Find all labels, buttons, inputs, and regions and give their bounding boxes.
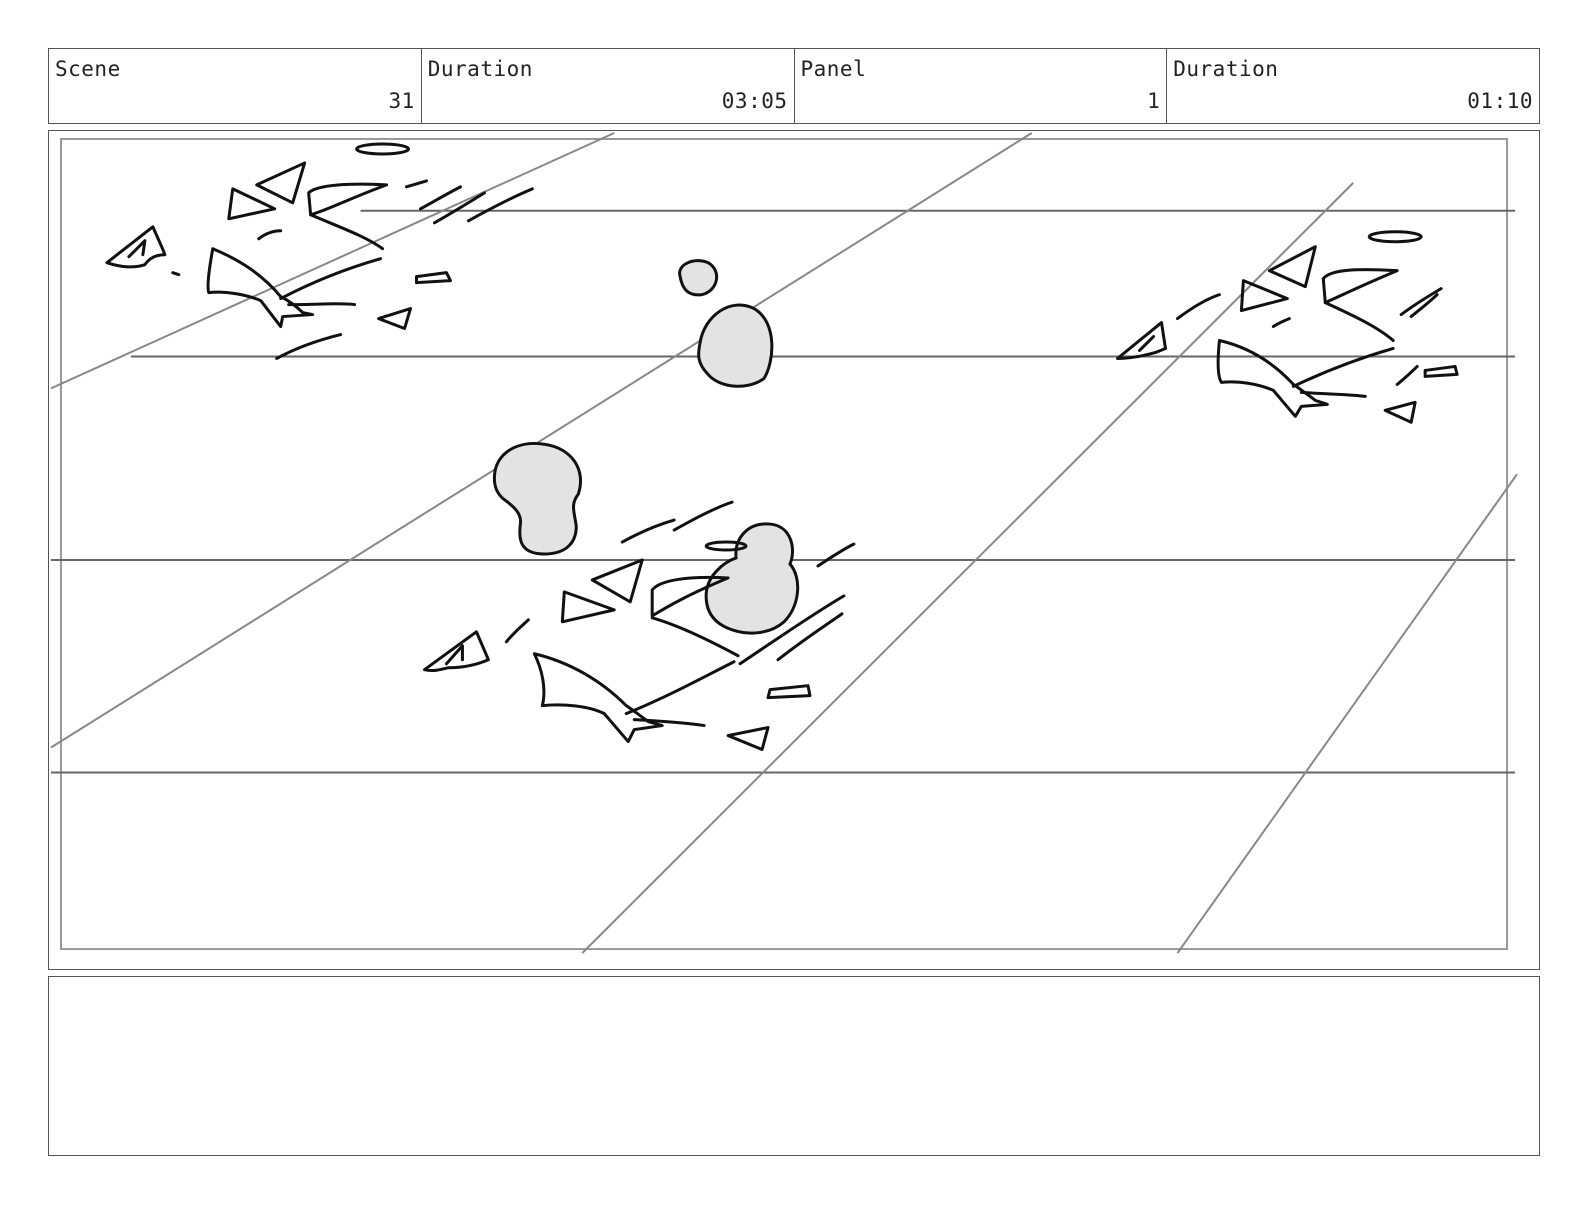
panel-label: Panel xyxy=(800,57,867,81)
debris-cluster-center xyxy=(422,500,856,752)
scene-duration-cell: Duration 03:05 xyxy=(422,49,795,123)
scene-duration-label: Duration xyxy=(427,57,533,81)
debris-cluster-right xyxy=(1116,230,1459,424)
stone-blobs xyxy=(492,259,800,635)
panel-duration-cell: Duration 01:10 xyxy=(1167,49,1539,123)
panel-duration-value: 01:10 xyxy=(1467,89,1533,113)
storyboard-header: Scene 31 Duration 03:05 Panel 1 Duration… xyxy=(48,48,1540,124)
panel-cell: Panel 1 xyxy=(795,49,1168,123)
safe-frame xyxy=(59,137,1509,951)
scene-label: Scene xyxy=(55,57,121,81)
floor-perspective-lines xyxy=(50,132,1518,954)
panel-notes-box[interactable] xyxy=(48,976,1540,1156)
panel-sketch xyxy=(50,132,1518,954)
scene-cell: Scene 31 xyxy=(49,49,422,123)
storyboard-panel-frame xyxy=(48,130,1540,970)
scene-duration-value: 03:05 xyxy=(721,89,788,113)
debris-cluster-top-left xyxy=(105,142,534,360)
panel-number: 1 xyxy=(1147,89,1161,113)
scene-number: 31 xyxy=(388,89,415,113)
panel-duration-label: Duration xyxy=(1173,57,1279,81)
